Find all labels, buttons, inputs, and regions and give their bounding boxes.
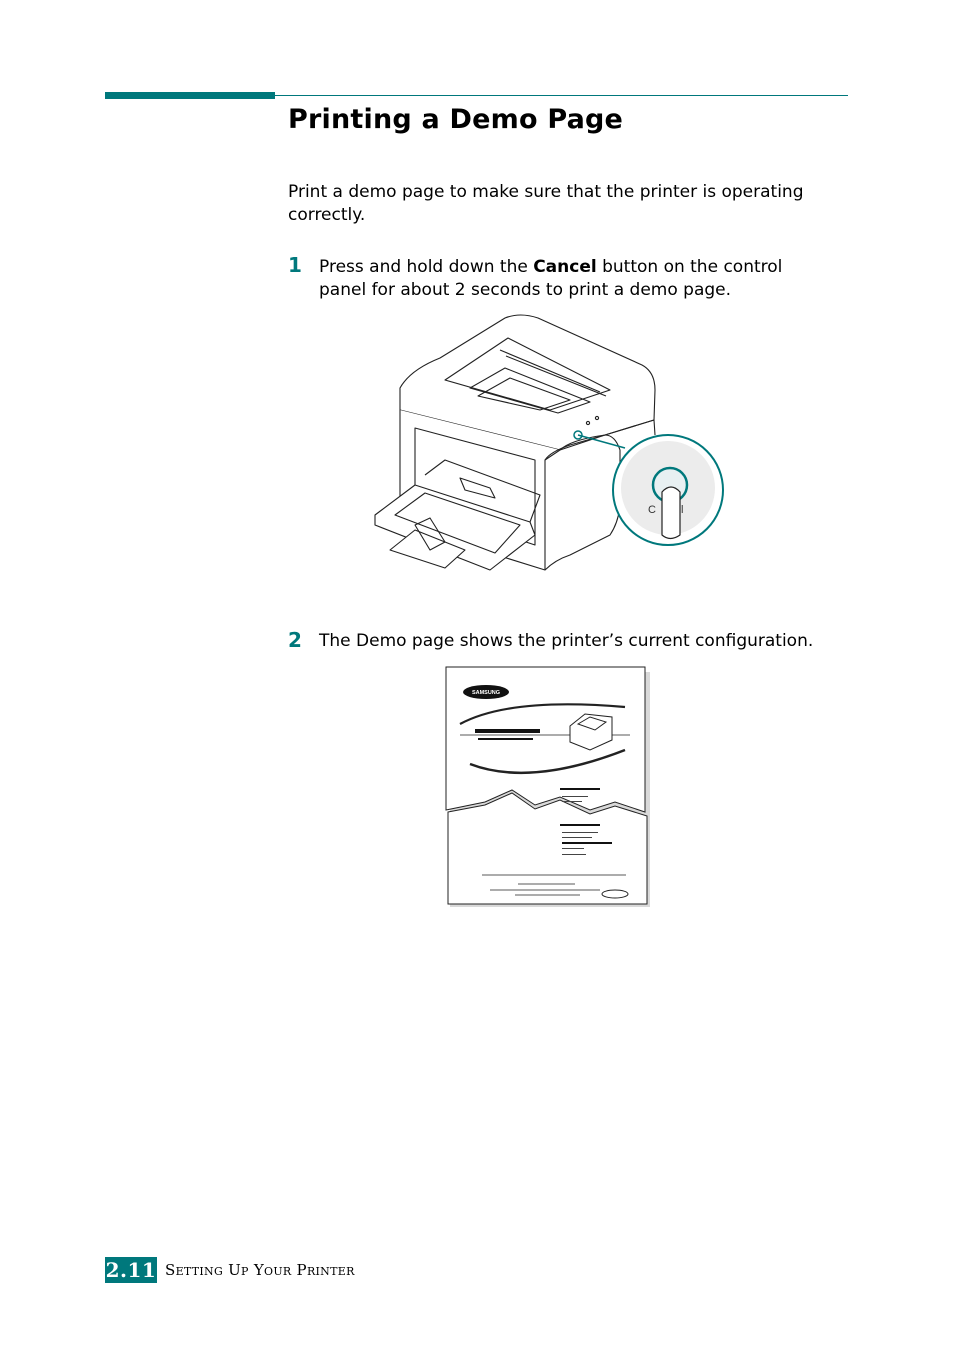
page-number-badge: 2.11 <box>105 1257 157 1283</box>
header-rule-thick <box>105 92 275 99</box>
intro-paragraph: Print a demo page to make sure that the … <box>288 182 804 225</box>
svg-text:C: C <box>648 504 656 516</box>
svg-text:l: l <box>681 504 683 516</box>
step-1-text: Press and hold down the Cancel button on… <box>319 257 783 300</box>
demo-page-illustration: SAMSUNG <box>445 666 650 907</box>
step-2-text: The Demo page shows the printer’s curren… <box>319 631 814 651</box>
printer-cancel-button-illustration: C l <box>374 314 724 571</box>
step-1-number: 1 <box>288 253 302 277</box>
header-rule-thin <box>275 95 848 96</box>
step-2-number: 2 <box>288 628 302 652</box>
page-title: Printing a Demo Page <box>288 104 624 135</box>
section-title: Setting Up Your Printer <box>165 1261 355 1279</box>
svg-text:SAMSUNG: SAMSUNG <box>472 690 500 696</box>
